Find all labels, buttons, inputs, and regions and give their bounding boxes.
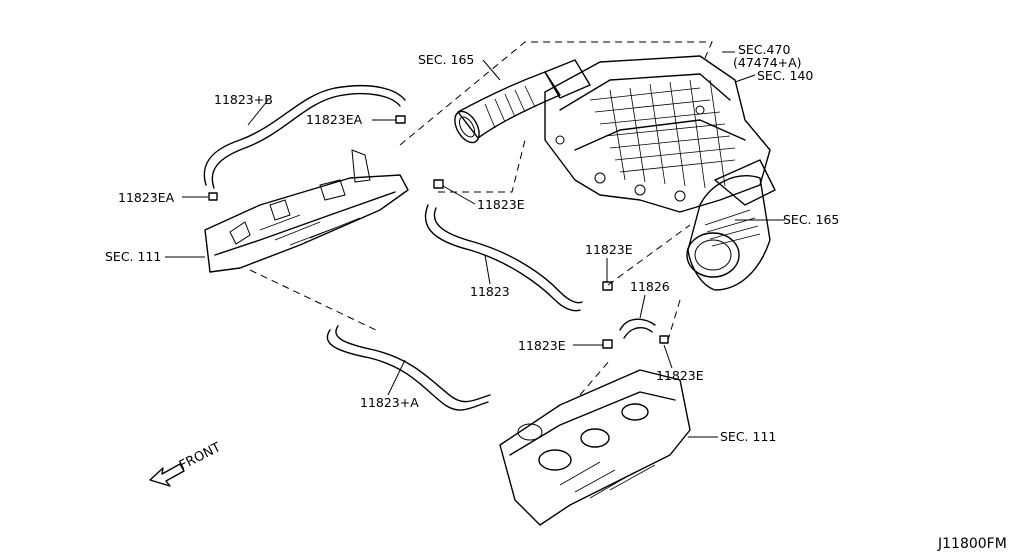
clamp-11823e-mid — [433, 179, 444, 189]
clamp-11823ea-left — [208, 192, 218, 201]
leader-lines — [165, 51, 785, 438]
label-sec470-sub: (47474+A) — [733, 55, 802, 70]
label-sec111-right: SEC. 111 — [720, 429, 776, 444]
front-label: FRONT — [177, 440, 223, 474]
label-sec165-top: SEC. 165 — [418, 52, 474, 67]
label-clamp-e-lower: 11823E — [518, 338, 566, 353]
hose-11823-a — [326, 325, 491, 411]
intake-manifold — [544, 55, 771, 213]
clamp-11823ea-top — [395, 115, 406, 124]
label-sec140: SEC. 140 — [757, 68, 813, 83]
label-hose-b: 11823+B — [214, 92, 273, 107]
dashed-connectors — [249, 41, 713, 396]
hose-11823 — [424, 204, 583, 312]
label-hose-11826: 11826 — [630, 279, 670, 294]
hose-11826 — [619, 318, 656, 339]
clamp-11823e-lower-right — [659, 335, 669, 344]
diagram-code: J11800FM — [937, 536, 1007, 552]
label-clamp-ea-left: 11823EA — [118, 190, 175, 205]
label-hose-a: 11823+A — [360, 395, 419, 410]
label-clamp-e-lower-right: 11823E — [656, 368, 704, 383]
front-arrow: FRONT — [149, 440, 223, 487]
label-clamp-e-mid: 11823E — [477, 197, 525, 212]
rocker-cover-right — [499, 369, 691, 526]
label-sec470: SEC.470 — [738, 42, 790, 57]
hose-11823-b — [203, 85, 406, 189]
label-sec165-right: SEC. 165 — [783, 212, 839, 227]
label-sec111-left: SEC. 111 — [105, 249, 161, 264]
clamp-11823e-lower — [602, 339, 613, 349]
rocker-cover-left — [204, 149, 409, 273]
air-duct-right — [686, 159, 776, 291]
label-hose-main: 11823 — [470, 284, 510, 299]
air-duct-upper — [454, 59, 591, 144]
label-clamp-ea-top: 11823EA — [306, 112, 363, 127]
label-clamp-e-right: 11823E — [585, 242, 633, 257]
